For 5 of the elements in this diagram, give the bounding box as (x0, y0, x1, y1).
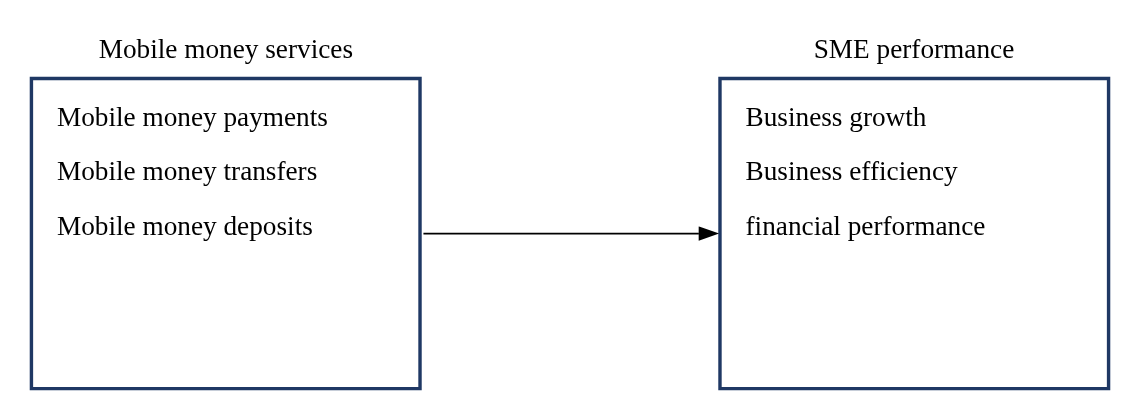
node-box: Mobile money payments Mobile money transfers Mobile money deposits (29, 76, 422, 391)
node-label: Mobile money services (98, 33, 354, 64)
node-label: SME performance (813, 33, 1015, 64)
node-box: Business growth Business efficiency financial performance (718, 76, 1111, 391)
arrow (422, 226, 720, 241)
